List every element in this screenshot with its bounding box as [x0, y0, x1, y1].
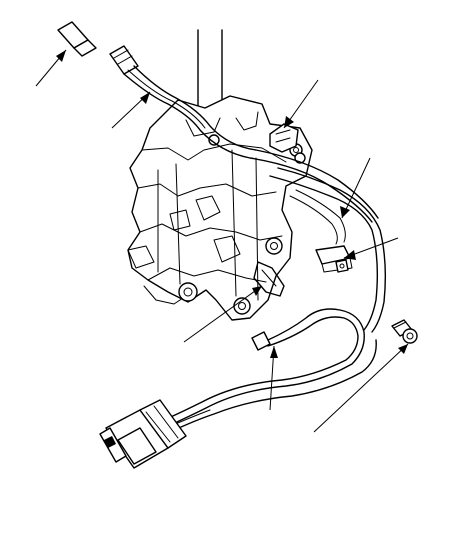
sensor-connector: [315, 245, 353, 273]
mounting-bosses: [178, 134, 306, 315]
harness-clip: [269, 123, 299, 153]
leader-line-4: [341, 157, 371, 219]
main-connector: [99, 399, 187, 469]
screw: [391, 319, 418, 344]
top-connector: [57, 21, 139, 75]
upper-wire-harness: [123, 65, 379, 223]
leader-line-8: [313, 343, 409, 433]
leader-line-6: [183, 285, 263, 343]
lower-wire-harness: [163, 308, 377, 433]
leader-arrowheads: [56, 50, 408, 358]
lower-bracket: [253, 261, 285, 297]
right-wire-harness: [269, 167, 387, 333]
